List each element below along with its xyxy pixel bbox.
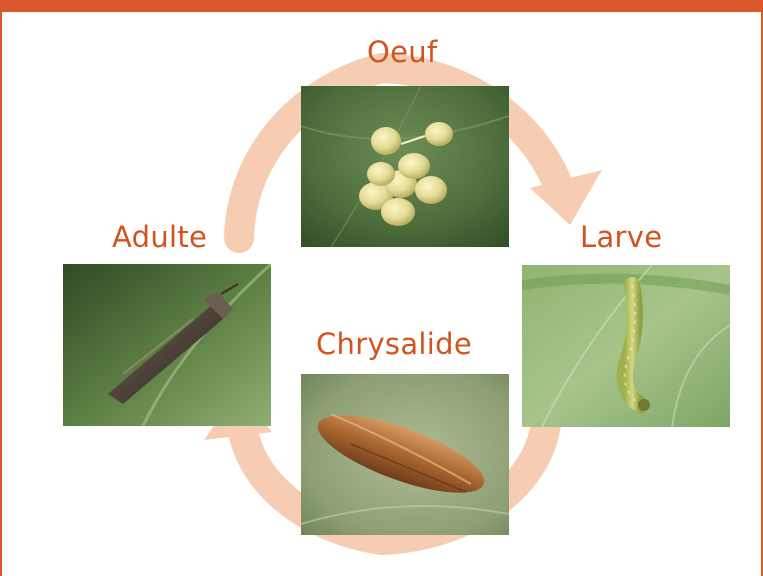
pupa-photo	[301, 374, 509, 535]
larva-photo	[522, 265, 730, 427]
adult-moth-photo	[63, 264, 271, 426]
label-pupa: Chrysalide	[316, 327, 472, 361]
label-larva: Larve	[580, 220, 662, 254]
label-adult: Adulte	[112, 220, 207, 254]
egg-photo	[301, 86, 509, 247]
label-egg: Oeuf	[367, 35, 437, 69]
